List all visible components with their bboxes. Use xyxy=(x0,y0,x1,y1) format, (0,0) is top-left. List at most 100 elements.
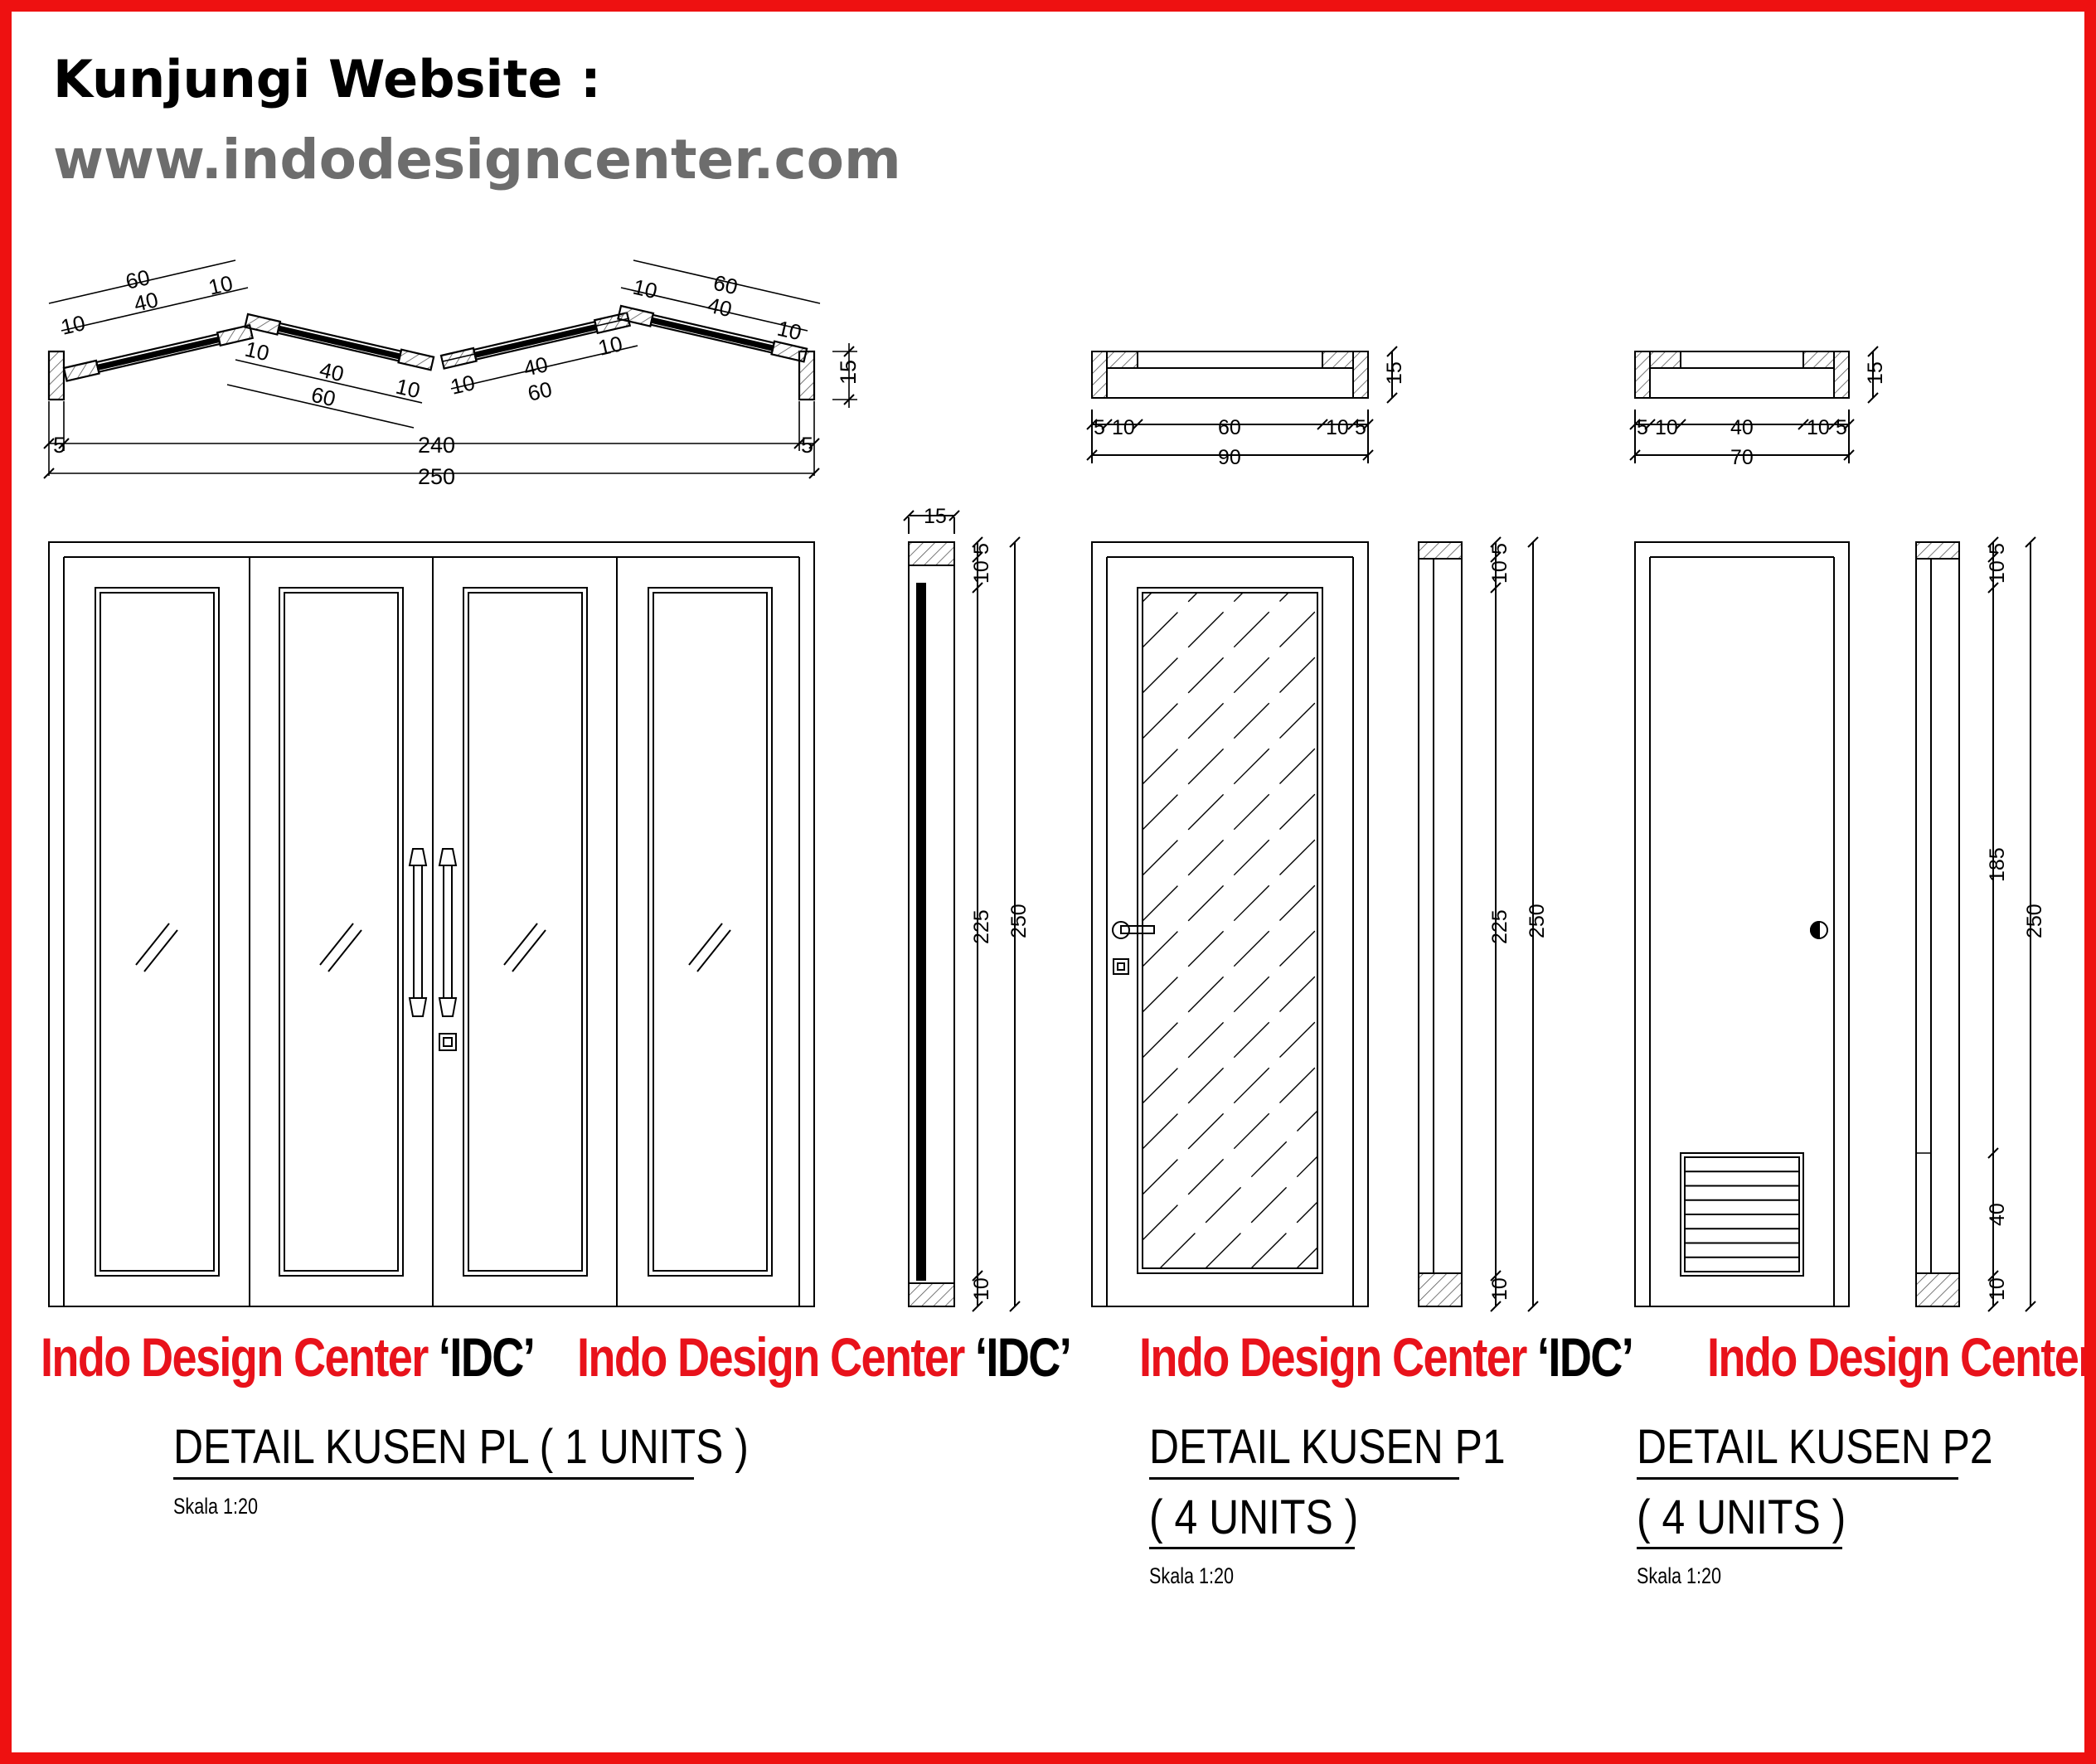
pl-dim-10-e: 10 xyxy=(449,370,478,400)
pl-title: DETAIL KUSEN PL ( 1 UNITS ) xyxy=(173,1420,749,1474)
p2-dim-overall: 70 xyxy=(1730,446,1754,469)
glass-hatch-line xyxy=(1142,791,1318,967)
glass-hatch-line xyxy=(1142,928,1318,1104)
p2-sec-40: 40 xyxy=(1986,1203,2009,1226)
pl-sec-bottom: 10 xyxy=(970,1277,993,1301)
pl-glass-panel-1 xyxy=(95,587,220,1277)
p1-section-dims: 10 5 225 250 10 xyxy=(1488,543,1549,1301)
p2-dim-side-right: 10 xyxy=(1807,416,1830,439)
p1-section xyxy=(1418,536,1539,1312)
watermark-3: Indo Design Center ‘IDC’ xyxy=(1139,1326,1634,1388)
p2-plan-dims: 5 10 40 10 5 70 15 xyxy=(1637,361,1887,469)
watermark-1: Indo Design Center ‘IDC’ xyxy=(41,1326,536,1388)
pl-section xyxy=(903,510,1021,1312)
watermark-band xyxy=(12,1317,2084,1417)
pl-dim-depth: 15 xyxy=(836,360,861,385)
p1-title-line1: DETAIL KUSEN P1 xyxy=(1149,1420,1506,1474)
pl-dim-40-b: 40 xyxy=(318,357,347,387)
p1-sec-225: 225 xyxy=(1488,909,1511,944)
p1-glass-hatching xyxy=(1142,592,1318,1269)
p2-title-rule2 xyxy=(1637,1547,1842,1549)
glass-hatch-line xyxy=(1142,1019,1318,1195)
p1-plan-dims: 5 10 60 10 5 90 15 xyxy=(1094,361,1406,469)
p2-dim-depth: 15 xyxy=(1864,361,1887,385)
glass-hatch-line xyxy=(1250,1201,1318,1269)
p1-sec-top-a: 10 xyxy=(1488,560,1511,584)
pl-dim-40-a: 40 xyxy=(132,287,161,317)
pl-sec-top-b: 5 xyxy=(970,543,993,555)
p2-scale: Skala 1:20 xyxy=(1637,1563,1722,1588)
p1-title-line2: ( 4 UNITS ) xyxy=(1149,1490,1359,1544)
website-url[interactable]: www.indodesigncenter.com xyxy=(53,128,901,191)
pl-sec-225: 225 xyxy=(970,909,993,944)
p1-sec-top-b: 5 xyxy=(1488,543,1511,555)
glass-hatch-line xyxy=(1142,592,1244,694)
watermark-4: Indo Design Center ‘IDC’ xyxy=(1707,1326,2096,1388)
p1-sec-bottom: 10 xyxy=(1488,1277,1511,1301)
p2-section xyxy=(1915,536,2036,1312)
glass-hatch-line xyxy=(1142,882,1318,1059)
glass-hatch-line xyxy=(1296,1247,1318,1269)
cad-drawing: 60 40 10 10 40 60 10 10 40 60 10 10 60 4… xyxy=(43,259,2046,1312)
p2-section-dims: 10 5 185 40 250 10 xyxy=(1986,543,2046,1301)
p2-title-line2: ( 4 UNITS ) xyxy=(1637,1490,1846,1544)
glass-hatch-line xyxy=(1142,654,1318,831)
p1-elevation xyxy=(1091,541,1369,1307)
pl-dim-10-d: 10 xyxy=(394,374,423,404)
p1-door-handle xyxy=(1112,921,1155,939)
p1-title-rule2 xyxy=(1149,1547,1355,1549)
pl-section-dims: 15 10 5 225 250 10 xyxy=(924,505,1031,1301)
p1-dim-opening: 60 xyxy=(1218,416,1241,439)
glass-hatch-line xyxy=(1142,700,1318,876)
p2-elevation xyxy=(1634,541,1850,1307)
p2-sec-top-a: 10 xyxy=(1986,560,2009,584)
pl-plan-dimensions: 60 40 10 10 40 60 10 10 40 60 10 10 60 4… xyxy=(59,264,804,411)
p1-dim-edge-right: 5 xyxy=(1355,416,1366,439)
pl-overall-dims xyxy=(43,343,857,479)
glass-hatch-line xyxy=(1142,745,1318,922)
pl-lock xyxy=(439,1033,457,1051)
pl-plan-view xyxy=(47,259,821,429)
pl-dim-10-c: 10 xyxy=(243,337,272,366)
p2-title-line1: DETAIL KUSEN P2 xyxy=(1637,1420,1993,1474)
glass-hatch-line xyxy=(1142,592,1152,603)
p1-dim-edge-left: 5 xyxy=(1094,416,1105,439)
glass-hatch-line xyxy=(1142,592,1289,739)
p1-lock xyxy=(1113,958,1129,975)
glass-hatch-line xyxy=(1142,592,1198,648)
p2-vent-louver xyxy=(1680,1152,1804,1277)
pl-sec-250: 250 xyxy=(1007,904,1031,938)
p2-sec-250: 250 xyxy=(2023,904,2046,938)
pl-scale: Skala 1:20 xyxy=(173,1494,259,1519)
pl-dim-250: 250 xyxy=(418,464,455,489)
pl-title-rule xyxy=(173,1477,694,1480)
pl-dim-10-f: 10 xyxy=(596,331,625,361)
pl-dim-60-a: 60 xyxy=(124,264,153,294)
p1-sec-250: 250 xyxy=(1526,904,1549,938)
p1-dim-side-right: 10 xyxy=(1326,416,1349,439)
pl-dim-40-c: 40 xyxy=(522,351,551,381)
glass-hatch-line xyxy=(1142,973,1318,1150)
p2-title-rule1 xyxy=(1637,1477,1958,1480)
pl-glass-panel-2 xyxy=(279,587,404,1277)
glass-hatch-line xyxy=(1142,1064,1318,1241)
glass-hatch-line xyxy=(1142,608,1318,785)
p2-plan-view xyxy=(1629,346,1879,463)
p2-dim-edge-left: 5 xyxy=(1637,416,1648,439)
glass-hatch-line xyxy=(1205,1156,1318,1269)
pl-pull-handle-left xyxy=(408,848,428,1017)
p2-sec-top-b: 5 xyxy=(1986,543,2009,555)
pl-dim-edge-left: 5 xyxy=(53,433,66,458)
pl-overall-dim-text: 5 240 5 250 15 xyxy=(53,360,861,489)
p2-sec-bottom: 10 xyxy=(1986,1277,2009,1301)
p1-scale: Skala 1:20 xyxy=(1149,1563,1235,1588)
pl-glass-panel-4 xyxy=(648,587,773,1277)
visit-label: Kunjungi Website : xyxy=(53,49,601,109)
pl-dim-60-b: 60 xyxy=(309,382,338,412)
glass-hatch-line xyxy=(1159,1110,1318,1269)
pl-dim-60-d: 60 xyxy=(711,270,740,300)
pl-dim-60-c: 60 xyxy=(526,376,555,406)
p1-dim-depth: 15 xyxy=(1383,361,1406,385)
pl-dim-40-d: 40 xyxy=(706,293,735,322)
